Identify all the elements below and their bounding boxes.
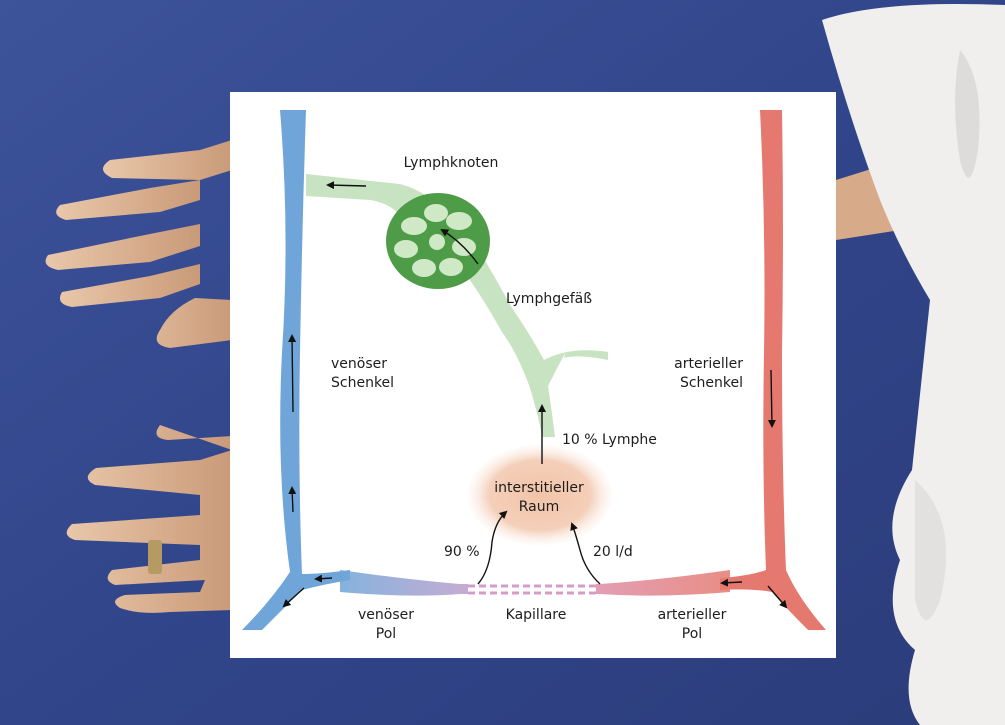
label-venous-limb-line2: Schenkel (331, 374, 394, 393)
label-filtration-volume: 20 l/d (593, 543, 633, 562)
label-lymph-vessel: Lymphgefäß (506, 290, 592, 309)
label-reabsorption-fraction: 90 % (444, 543, 480, 562)
label-venous-limb-line1: venöser (331, 355, 394, 374)
arrow-icon (292, 488, 293, 512)
circulation-diagram (230, 92, 836, 658)
label-venous-pole-line2: Pol (358, 625, 414, 644)
label-venous-pole-line1: venöser (358, 606, 414, 625)
label-arterial-limb-line2: Schenkel (663, 374, 743, 393)
arrow-icon (771, 370, 772, 426)
arrow-icon (328, 185, 366, 186)
label-interstitial-line1: interstitieller (494, 479, 583, 498)
label-arterial-pole-line1: arterieller (658, 606, 727, 625)
label-interstitial-line2: Raum (494, 498, 583, 517)
arrow-icon (316, 578, 332, 579)
label-interstitial-space: interstitieller Raum (494, 479, 583, 517)
label-lymph-node: Lymphknoten (404, 154, 499, 173)
arrow-icon (722, 582, 742, 583)
label-venous-limb: venöser Schenkel (331, 355, 394, 393)
lymph-vessel-lower (450, 252, 608, 437)
label-arterial-limb: arterieller Schenkel (663, 355, 743, 393)
label-lymph-fraction: 10 % Lymphe (562, 431, 657, 450)
diagram-card: Lymphknoten Lymphgefäß venöser Schenkel … (230, 92, 836, 658)
label-arterial-pole-line2: Pol (658, 625, 727, 644)
label-arterial-pole: arterieller Pol (658, 606, 727, 644)
label-venous-pole: venöser Pol (358, 606, 414, 644)
arrow-icon (292, 336, 293, 412)
label-arterial-limb-line1: arterieller (663, 355, 743, 374)
capillary-wall-gap (468, 583, 596, 596)
label-capillary: Kapillare (506, 606, 567, 625)
